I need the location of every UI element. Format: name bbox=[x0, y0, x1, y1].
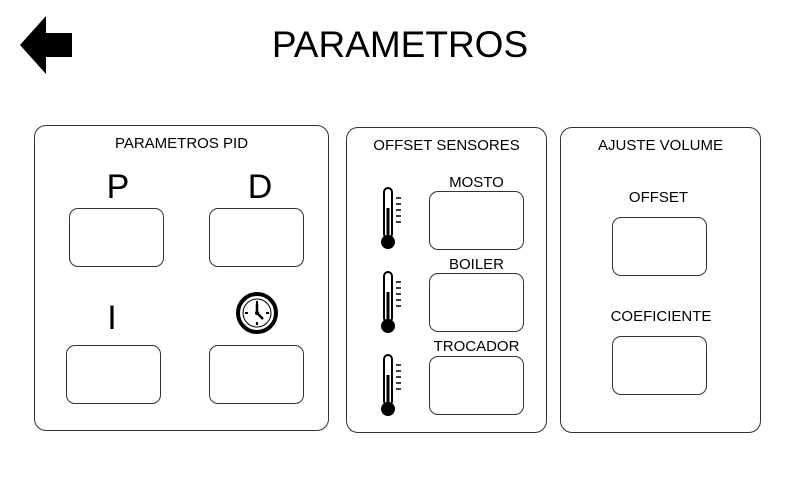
ajuste-volume-panel: AJUSTE VOLUME OFFSET COEFICIENTE bbox=[560, 127, 761, 433]
p-label: P bbox=[106, 168, 130, 206]
i-input[interactable] bbox=[66, 345, 161, 404]
boiler-label: BOILER bbox=[448, 256, 505, 273]
volume-offset-input[interactable] bbox=[612, 217, 707, 276]
thermometer-icon bbox=[377, 270, 407, 336]
trocador-input[interactable] bbox=[429, 356, 524, 415]
pid-panel-title: PARAMETROS PID bbox=[114, 135, 249, 152]
volume-coeficiente-input[interactable] bbox=[612, 336, 707, 395]
mosto-label: MOSTO bbox=[449, 174, 504, 191]
sensors-panel-title: OFFSET SENSORES bbox=[373, 137, 520, 154]
clock-icon bbox=[235, 291, 279, 335]
coeficiente-label: COEFICIENTE bbox=[610, 308, 712, 325]
pid-panel: PARAMETROS PID P D I bbox=[34, 125, 329, 431]
back-button[interactable] bbox=[18, 14, 76, 76]
thermometer-icon bbox=[377, 353, 407, 419]
trocador-label: TROCADOR bbox=[433, 338, 520, 355]
time-input[interactable] bbox=[209, 345, 304, 404]
boiler-input[interactable] bbox=[429, 273, 524, 332]
mosto-input[interactable] bbox=[429, 191, 524, 250]
offset-label: OFFSET bbox=[628, 189, 689, 206]
volume-panel-title: AJUSTE VOLUME bbox=[597, 137, 724, 154]
d-input[interactable] bbox=[209, 208, 304, 267]
d-label: D bbox=[247, 168, 273, 206]
page-title: PARAMETROS bbox=[271, 24, 529, 65]
offset-sensors-panel: OFFSET SENSORES MOSTO BOILER TROCADOR bbox=[346, 127, 547, 433]
thermometer-icon bbox=[377, 186, 407, 252]
arrow-left-icon bbox=[20, 16, 72, 74]
i-label: I bbox=[107, 299, 117, 337]
p-input[interactable] bbox=[69, 208, 164, 267]
